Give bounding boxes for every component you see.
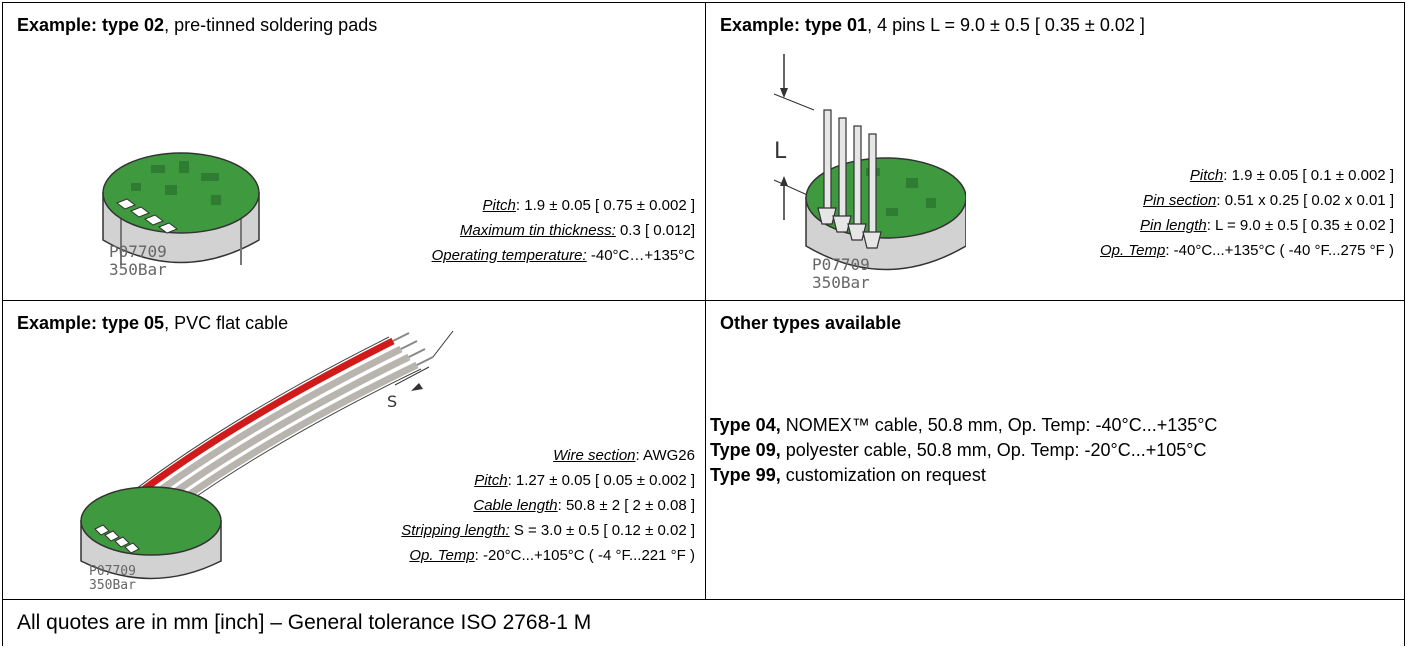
spec-cable-length: Cable length: 50.8 ± 2 [ 2 ± 0.08 ] (473, 497, 695, 514)
cell-other-types: Other types available Type 04, NOMEX™ ca… (705, 300, 1405, 600)
spec-op-temp: Op. Temp: -20°C...+105°C ( -4 °F...221 °… (409, 547, 695, 564)
spec-stripping-length: Stripping length: S = 3.0 ± 0.5 [ 0.12 ±… (401, 522, 695, 539)
spec-pin-length: Pin length: L = 9.0 ± 0.5 [ 0.35 ± 0.02 … (1139, 217, 1394, 234)
title-rest: , pre-tinned soldering pads (164, 15, 378, 35)
spec-list: Pitch: 1.9 ± 0.05 [ 0.75 ± 0.002 ] Maxim… (432, 193, 695, 268)
title-rest: , PVC flat cable (164, 313, 289, 333)
spec-pin-section: Pin section: 0.51 x 0.25 [ 0.02 x 0.01 ] (1142, 192, 1394, 209)
cell-type-05: Example: type 05, PVC flat cable (2, 300, 706, 600)
sensor-image-pads: P07709 350Bar (102, 152, 260, 279)
spec-pitch: Pitch: 1.9 ± 0.05 [ 0.75 ± 0.002 ] (482, 197, 695, 214)
cell-title: Example: type 01, 4 pins L = 9.0 ± 0.5 [… (720, 15, 1145, 36)
type-item: Type 04, NOMEX™ cable, 50.8 mm, Op. Temp… (710, 415, 1218, 435)
types-list: Type 04, NOMEX™ cable, 50.8 mm, Op. Temp… (710, 413, 1217, 488)
cell-title: Example: type 02, pre-tinned soldering p… (17, 15, 377, 36)
spec-pitch: Pitch: 1.27 ± 0.05 [ 0.05 ± 0.002 ] (474, 472, 695, 489)
title-bold: Example: type 02 (17, 15, 165, 35)
dim-label-s: S (387, 392, 397, 411)
spec-wire-section: Wire section: AWG26 (553, 447, 695, 464)
spec-list: Wire section: AWG26 Pitch: 1.27 ± 0.05 [… (401, 443, 695, 568)
sensor-image-cable: S P07709 350Bar (80, 330, 454, 593)
title-bold: Example: type 05 (17, 313, 165, 333)
marking-line2: 350Bar (812, 273, 870, 292)
marking-line2: 350Bar (109, 260, 167, 279)
cell-title: Other types available (720, 313, 902, 333)
spec-op-temp: Op. Temp: -40°C...+135°C ( -40 °F...275 … (1100, 242, 1394, 259)
title-bold: Example: type 01 (720, 15, 868, 35)
marking-line1: P07709 (89, 564, 136, 579)
footer-row: All quotes are in mm [inch] – General to… (2, 599, 1405, 646)
spec-list: Pitch: 1.9 ± 0.05 [ 0.1 ± 0.002 ] Pin se… (1100, 163, 1394, 263)
spec-operating-temp: Operating temperature: -40°C…+135°C (431, 247, 695, 264)
spec-tin-thickness: Maximum tin thickness: 0.3 [ 0.012] (459, 222, 695, 239)
title-rest: , 4 pins L = 9.0 ± 0.5 [ 0.35 ± 0.02 ] (867, 15, 1145, 35)
sensor-image-pins: L P07709 350Bar (773, 54, 966, 292)
cell-title: Example: type 05, PVC flat cable (17, 313, 288, 334)
marking-line1: P07709 (812, 255, 870, 274)
dim-label-l: L (774, 139, 787, 164)
cell-type-01: Example: type 01, 4 pins L = 9.0 ± 0.5 [… (705, 2, 1405, 301)
marking-line1: P07709 (109, 242, 167, 261)
footer-note: All quotes are in mm [inch] – General to… (17, 611, 592, 634)
type-item: Type 09, polyester cable, 50.8 mm, Op. T… (710, 440, 1207, 460)
type-item: Type 99, customization on request (710, 465, 986, 485)
cell-type-02: Example: type 02, pre-tinned soldering p… (2, 2, 706, 301)
spec-pitch: Pitch: 1.9 ± 0.05 [ 0.1 ± 0.002 ] (1189, 167, 1394, 184)
marking-line2: 350Bar (89, 578, 136, 593)
